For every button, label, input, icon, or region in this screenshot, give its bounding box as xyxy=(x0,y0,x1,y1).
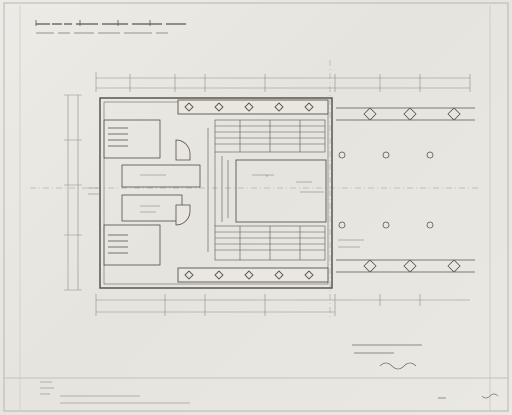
stands-upper xyxy=(214,119,326,153)
axis-lines xyxy=(30,60,480,320)
dimension-lines-bottom xyxy=(95,294,470,316)
dimension-lines-left xyxy=(64,94,82,291)
annotation-marks xyxy=(88,174,364,248)
sheet-number-marks xyxy=(438,393,499,399)
pier-row-top xyxy=(177,99,329,115)
stands-lower xyxy=(214,225,326,261)
signature-block xyxy=(352,344,422,370)
title-block xyxy=(35,20,186,26)
margin-notes xyxy=(40,381,190,404)
dimension-lines-top xyxy=(95,72,471,92)
left-wing-rooms xyxy=(103,119,201,266)
right-colonnade xyxy=(336,107,475,273)
building-outline xyxy=(99,97,333,289)
sheet-edge xyxy=(3,2,509,412)
pier-row-bottom xyxy=(177,267,329,283)
stands-curve xyxy=(207,128,327,252)
